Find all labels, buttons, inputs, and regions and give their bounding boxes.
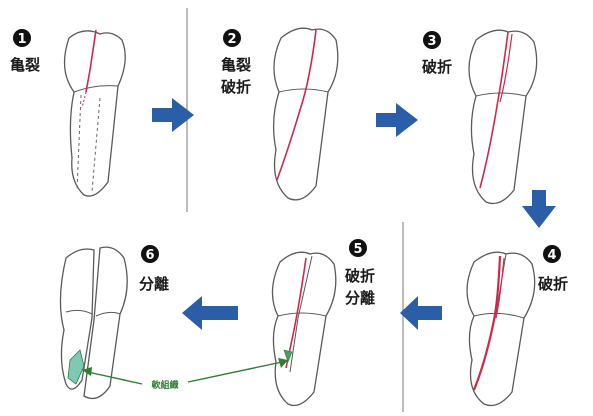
step-text-5-line-1: 破折 [345, 267, 375, 285]
arrow-left-1 [400, 296, 442, 330]
step-number-2: 2 [227, 32, 236, 47]
soft-tissue-label: 軟組織 [151, 379, 178, 391]
step-label-1: 1 亀裂 [10, 29, 40, 74]
step-label-6: 6 分離 [139, 245, 169, 293]
tooth-step-5 [272, 252, 335, 405]
step-text-5-line-2: 分離 [345, 289, 375, 307]
step-label-2: 2 亀裂 破折 [221, 29, 251, 96]
step-text-3-line-1: 破折 [422, 58, 452, 76]
step-number-6: 6 [145, 248, 154, 263]
step-text-2-line-2: 破折 [221, 78, 251, 96]
arrow-down [522, 190, 556, 228]
step-label-4: 4 破折 [538, 245, 568, 293]
tooth-step-6 [60, 247, 127, 398]
crack-line-3a [480, 32, 508, 188]
step-number-5: 5 [353, 242, 362, 257]
tooth-step-2 [274, 28, 338, 200]
step-text-2-line-1: 亀裂 [221, 56, 251, 74]
arrow-right-1 [152, 98, 194, 132]
step-text-4-line-1: 破折 [538, 275, 568, 293]
tooth-step-4 [467, 252, 535, 405]
step-text-6-line-1: 分離 [139, 275, 169, 293]
arrow-left-2 [182, 296, 238, 330]
crack-line-1 [86, 30, 96, 92]
crack-line-2 [277, 30, 316, 180]
step-number-1: 1 [17, 32, 26, 47]
crack-line-4 [474, 256, 500, 390]
step-text-1-line-1: 亀裂 [10, 56, 40, 74]
step-label-5: 5 破折 分離 [345, 239, 375, 307]
tooth-step-1 [65, 30, 126, 196]
step-number-3: 3 [427, 34, 436, 49]
tooth-step-3 [469, 30, 537, 203]
arrow-right-2 [376, 103, 418, 137]
step-label-3: 3 破折 [422, 31, 452, 76]
step-number-4: 4 [547, 248, 556, 263]
